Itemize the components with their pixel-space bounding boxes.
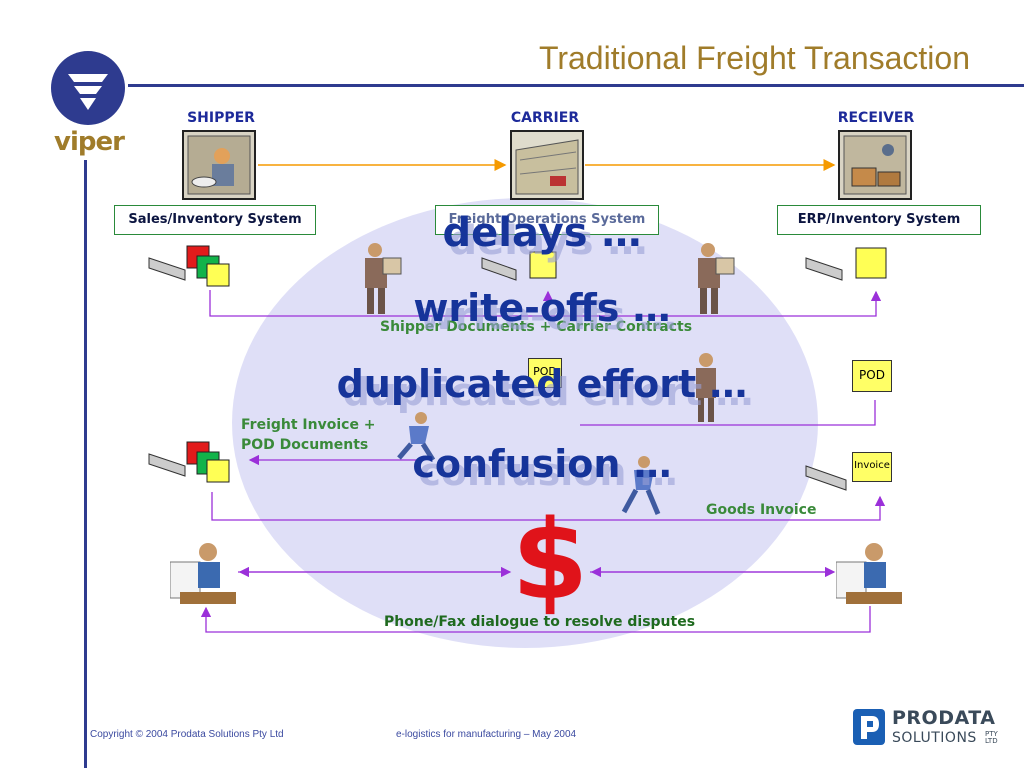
label-freight-invoice: Freight Invoice + (241, 417, 376, 433)
problem-confusion: confusion …confusion … (412, 442, 678, 494)
invoice-doc: Invoice (852, 452, 892, 482)
label-goods-invoice: Goods Invoice (706, 502, 817, 518)
courier-icon (365, 243, 402, 314)
runner-icon (621, 456, 661, 515)
shipper-system: Sales/Inventory System (114, 205, 316, 235)
flow-dialogue (200, 606, 871, 633)
company-name: PRODATA (892, 707, 996, 729)
flow-pod (580, 400, 876, 426)
courier-icon (698, 243, 735, 314)
footer-copyright: Copyright © 2004 Prodata Solutions Pty L… (90, 729, 284, 740)
carrier-system: Freight Operations System (435, 205, 659, 235)
keyboard-icon (805, 465, 847, 491)
pod-doc: POD (852, 360, 892, 392)
keyboard-docs-icon (805, 247, 887, 281)
stressed-worker-icon (170, 543, 236, 604)
receiver-icon (838, 130, 912, 200)
label-dialogue: Phone/Fax dialogue to resolve disputes (384, 614, 696, 630)
keyboard-docs-icon (148, 245, 230, 287)
problem-duplicated-effort: duplicated effort …duplicated effort … (336, 362, 754, 414)
receiver-system: ERP/Inventory System (777, 205, 981, 235)
prodata-logo-icon (853, 709, 885, 745)
header-divider (128, 84, 1024, 87)
side-divider (84, 160, 87, 768)
dollar-sign: $ (511, 496, 589, 624)
problem-delays: delays …delays … (442, 210, 648, 264)
label-pod-documents: POD Documents (241, 437, 369, 453)
page-title: Traditional Freight Transaction (538, 40, 970, 76)
runner-icon (397, 412, 436, 462)
flow-shipper-docs (209, 290, 882, 317)
stressed-worker-icon (836, 543, 902, 604)
footer-subject: e-logistics for manufacturing – May 2004 (396, 729, 577, 740)
company-suffix: PTY LTD (985, 730, 998, 745)
courier-icon (696, 353, 716, 422)
column-shipper: SHIPPER (187, 110, 255, 126)
viper-logo-icon (51, 51, 125, 125)
keyboard-docs-icon (148, 441, 230, 483)
label-shipper-docs: Shipper Documents + Carrier Contracts (380, 319, 693, 335)
flow-goods-invoice (211, 492, 886, 521)
pod-doc-carrier: POD (528, 358, 562, 388)
company-sub: SOLUTIONS (892, 730, 977, 746)
problem-write-offs: write-offs …write-offs … (413, 286, 677, 338)
carrier-docs-icon (481, 251, 557, 281)
brand-name: viper (54, 127, 125, 157)
factory-icon (182, 130, 256, 200)
column-receiver: RECEIVER (837, 110, 915, 126)
warehouse-icon (510, 130, 584, 200)
column-carrier: CARRIER (510, 110, 580, 126)
